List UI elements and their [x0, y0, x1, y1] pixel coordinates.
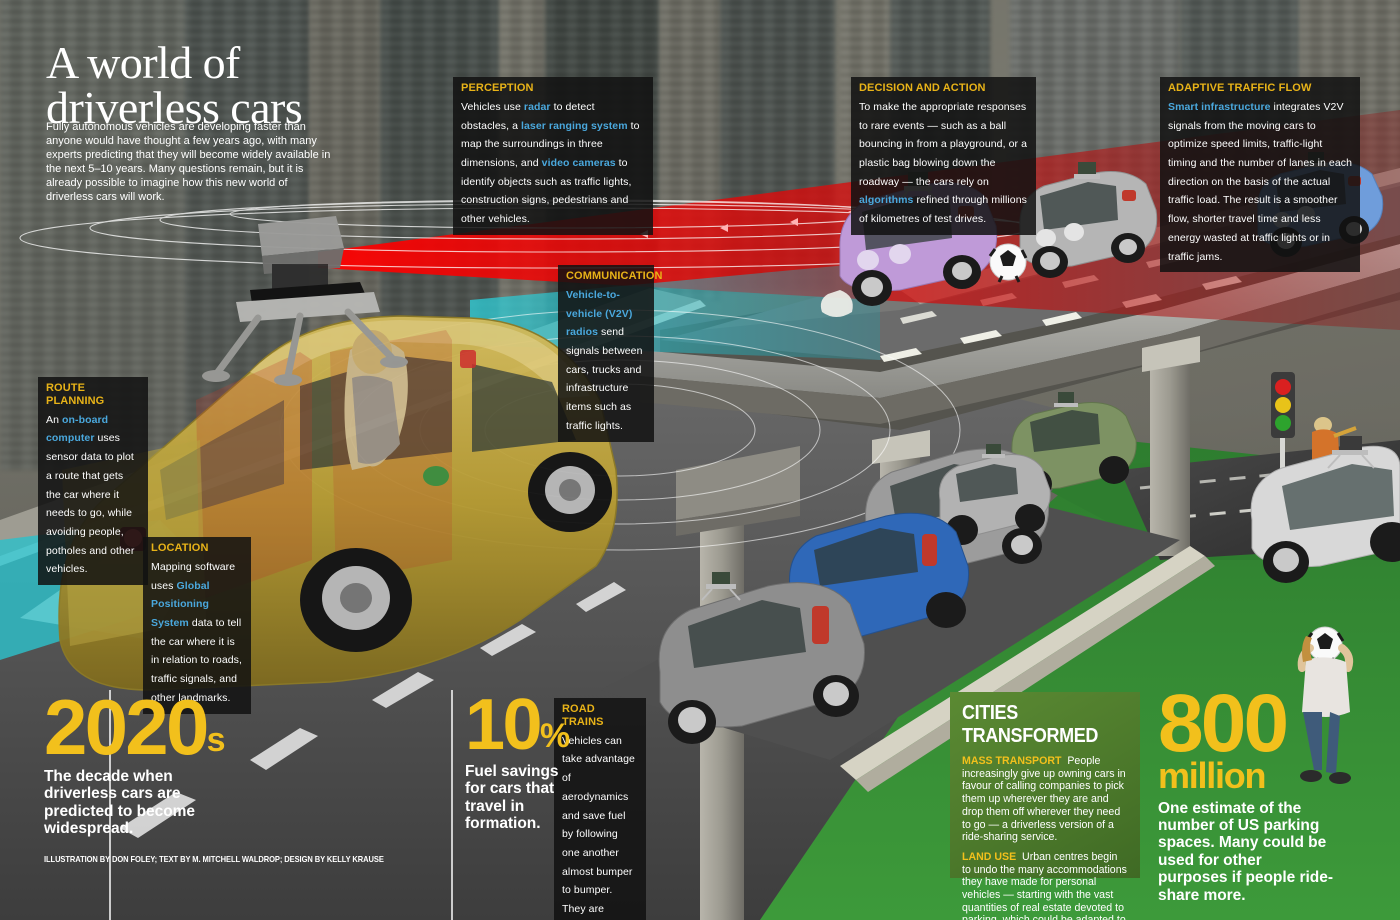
traffic-light-red — [1275, 379, 1291, 395]
traffic-light-green — [1275, 415, 1291, 431]
callout-adaptive-traffic-flow: ADAPTIVE TRAFFIC FLOW Smart infrastructu… — [1160, 77, 1360, 273]
cities-item-mass-transport: MASS TRANSPORT People increasingly give … — [962, 755, 1128, 844]
soccer-ball — [988, 243, 1028, 283]
traffic-light-amber — [1275, 397, 1291, 413]
callout-decision-body: To make the appropriate responses to rar… — [859, 100, 1027, 226]
roof-sensor — [701, 572, 741, 601]
roof-sensor — [1054, 392, 1078, 407]
stat-parking-unit: million — [1158, 755, 1266, 797]
callout-location-body: Mapping software uses Global Positioning… — [151, 560, 242, 704]
credits-line: ILLUSTRATION BY DON FOLEY; TEXT BY M. MI… — [44, 855, 384, 864]
cities-item-label: LAND USE — [962, 850, 1017, 863]
callout-perception: PERCEPTION Vehicles use radar to detect … — [453, 77, 653, 235]
cities-heading: CITIES TRANSFORMED — [962, 702, 1099, 747]
callout-adaptive-heading: ADAPTIVE TRAFFIC FLOW — [1168, 82, 1312, 94]
child-with-ball — [1297, 626, 1354, 784]
street-car-white — [1250, 436, 1400, 583]
callout-communication-heading: COMMUNICATION — [566, 270, 663, 282]
stat-fuel-number: 10 — [465, 685, 543, 765]
overpass-car-silver — [988, 162, 1158, 283]
callout-decision: DECISION AND ACTION To make the appropri… — [851, 77, 1036, 235]
stat-decade: 2020 s The decade when driverless cars a… — [44, 683, 284, 838]
stat-fuel-suffix: % — [540, 717, 570, 756]
stat-parking-number: 800 — [1158, 678, 1289, 769]
callout-communication: COMMUNICATION Vehicle-to-vehicle (V2V) r… — [558, 265, 663, 442]
road-train-car-grey-rear — [658, 572, 865, 744]
overpass-barrier-shadow — [640, 268, 1400, 424]
roof-sensor — [1327, 436, 1375, 469]
plastic-bag — [820, 290, 853, 317]
car-passenger — [344, 330, 449, 486]
roof-sensor — [1074, 162, 1100, 179]
cities-item-text: Urban centres begin to undo the many acc… — [962, 850, 1127, 920]
road-train-kerb — [840, 546, 1205, 780]
bottom-dividers — [109, 690, 453, 920]
highway-lane-dashes — [120, 582, 626, 838]
callout-road-trains: ROAD TRAINS Vehicles can take advantage … — [554, 698, 646, 920]
callout-location-heading: LOCATION — [151, 542, 209, 554]
callout-adaptive-body: Smart infrastructure integrates V2V sign… — [1168, 100, 1352, 263]
panel-cities-transformed: CITIES TRANSFORMED MASS TRANSPORT People… — [950, 692, 1140, 920]
page-title-line2: driverless cars — [46, 82, 303, 134]
road-train-kerb-shadow — [856, 556, 1215, 792]
stat-parking: 800 million One estimate of the number o… — [1158, 678, 1338, 904]
callout-location: LOCATION Mapping software uses Global Po… — [143, 537, 251, 714]
stat-fuel: 10 % Fuel savings for cars that travel i… — [465, 685, 580, 833]
callout-decision-heading: DECISION AND ACTION — [859, 82, 986, 94]
callout-perception-heading: PERCEPTION — [461, 82, 534, 94]
lidar-sensor-unit — [202, 216, 408, 386]
page-title: A world of driverless cars — [46, 37, 303, 134]
roof-sensor — [982, 444, 1005, 458]
stat-decade-number: 2020 — [44, 683, 209, 771]
stat-decade-body: The decade when driverless cars are pred… — [44, 767, 195, 838]
callout-perception-body: Vehicles use radar to detect obstacles, … — [461, 100, 640, 226]
traffic-light — [1271, 372, 1295, 540]
overpass-barrier-front — [640, 244, 1400, 398]
stat-parking-body: One estimate of the number of US parking… — [1158, 799, 1333, 904]
road-train-car-silver-small — [938, 444, 1051, 545]
cities-item-text: People increasingly give up owning cars … — [962, 755, 1126, 844]
callout-roadtrains-body: Vehicles can take advantage of aerodynam… — [562, 734, 635, 916]
stat-fuel-body: Fuel savings for cars that travel in for… — [465, 763, 559, 833]
page-intro: Fully autonomous vehicles are developing… — [46, 121, 331, 204]
callout-route-body: An on-board computer uses sensor data to… — [46, 413, 135, 576]
soccer-ball-held — [1305, 626, 1345, 665]
callout-roadtrains-heading: ROAD TRAINS — [562, 703, 604, 728]
cities-item-label: MASS TRANSPORT — [962, 755, 1062, 767]
callout-route-heading: ROUTE PLANNING — [46, 382, 105, 407]
callout-route-planning: ROUTE PLANNING An on-board computer uses… — [38, 377, 148, 586]
callout-communication-body: Vehicle-to-vehicle (V2V) radios send sig… — [566, 288, 643, 432]
page-title-line1: A world of — [46, 37, 240, 88]
cities-item-land-use: LAND USE Urban centres begin to undo the… — [962, 851, 1128, 920]
stat-decade-suffix: s — [206, 721, 226, 760]
